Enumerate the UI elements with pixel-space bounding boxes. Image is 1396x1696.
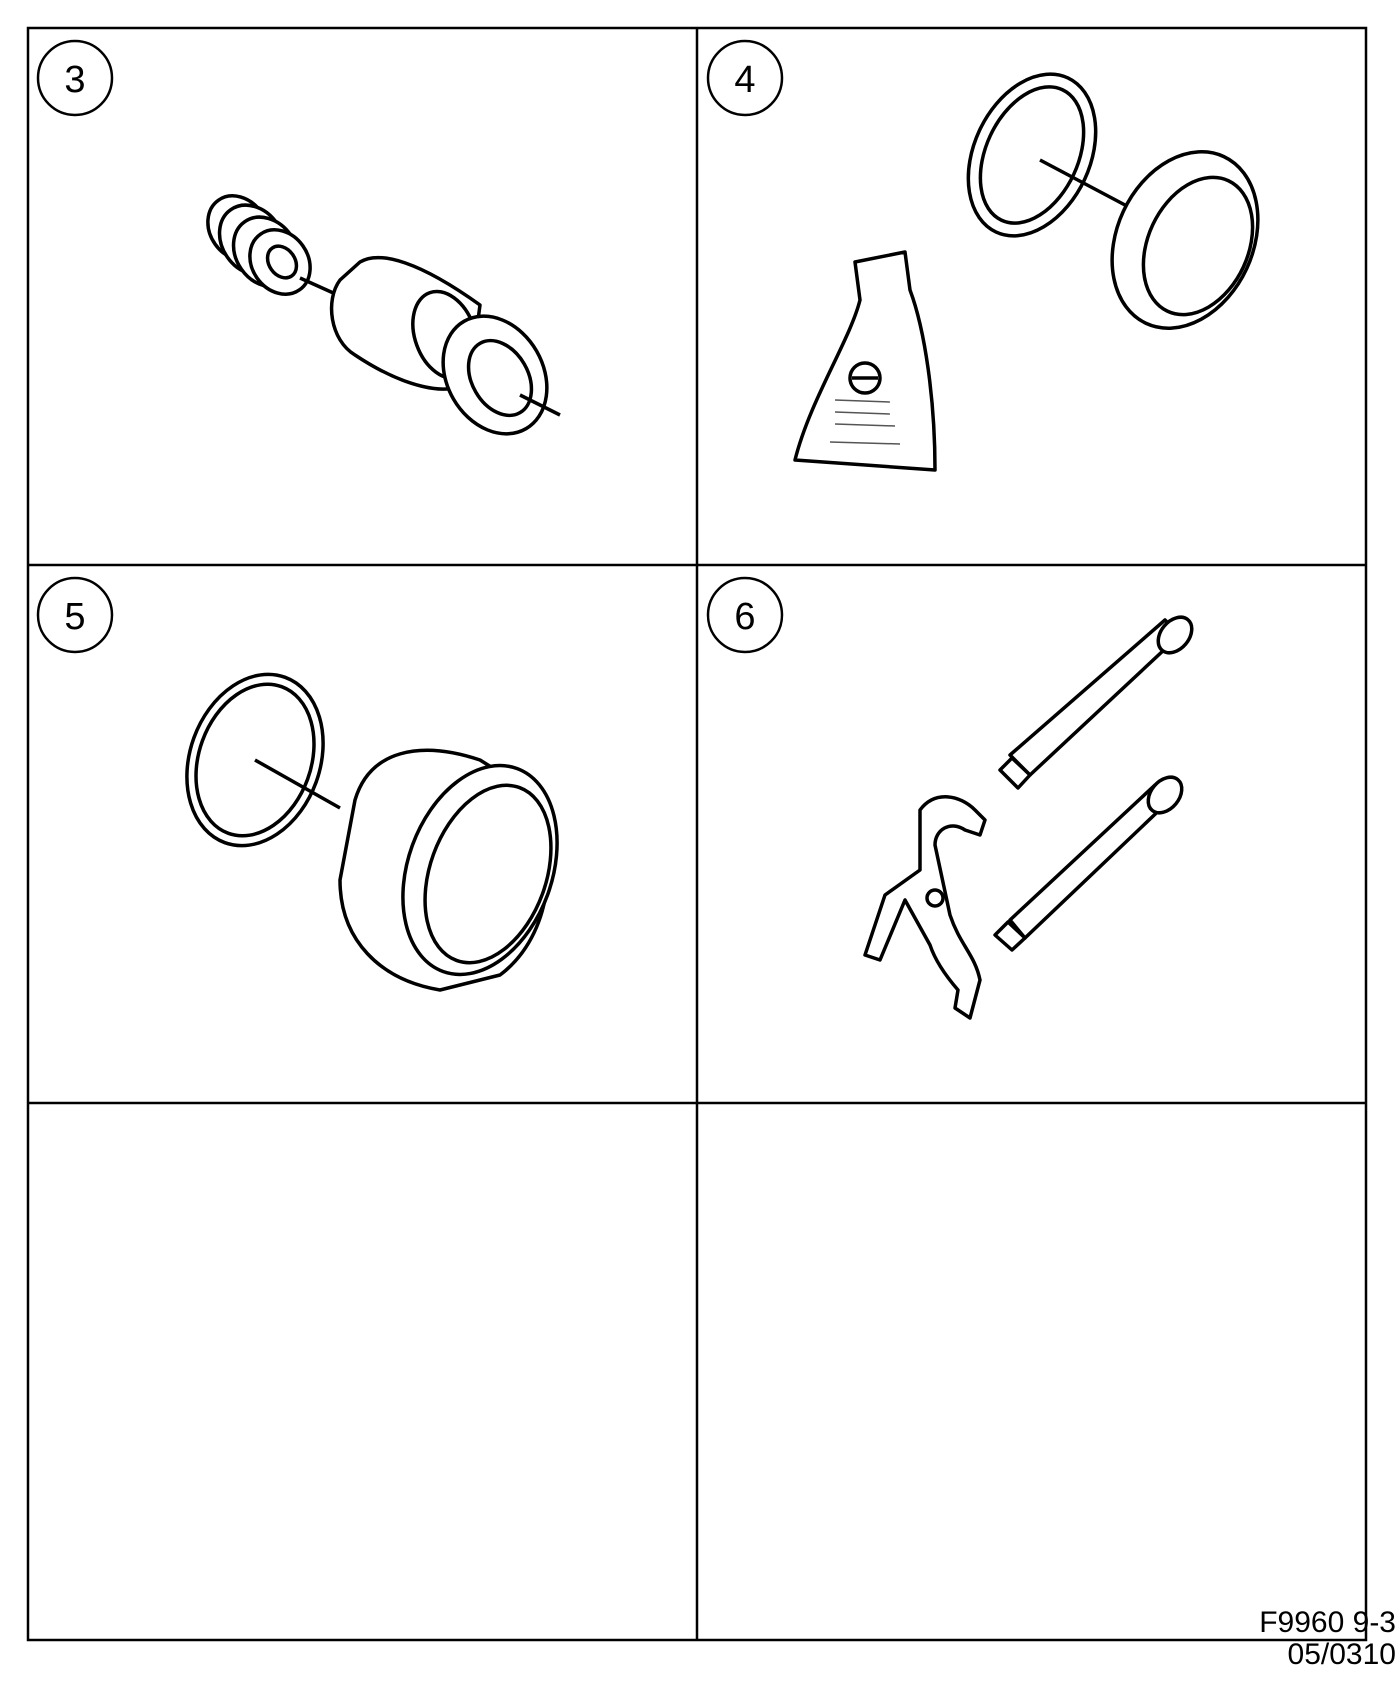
callout-4: 4 [706, 39, 784, 117]
piston-seal-kit-drawing [206, 194, 561, 436]
panel-3: 3 [36, 39, 561, 436]
figure-id: F9960 9-3 [1259, 1606, 1396, 1639]
panel-4: 4 [706, 39, 1260, 472]
callout-5: 5 [36, 576, 114, 654]
svg-text:4: 4 [734, 59, 755, 101]
callout-3: 3 [36, 39, 114, 117]
piston-boot-drawing [185, 672, 559, 992]
svg-text:5: 5 [64, 596, 85, 638]
revision-code: 05/0310 [1287, 1638, 1396, 1671]
svg-text:6: 6 [734, 596, 755, 638]
grid-frame [26, 26, 1368, 1642]
seal-kit-drawing [793, 72, 1260, 472]
figure-caption: F9960 9-3 05/0310 [1096, 1607, 1396, 1671]
panel-6: 6 [706, 576, 1194, 1020]
callout-6: 6 [706, 576, 784, 654]
panel-5: 5 [36, 576, 559, 992]
svg-text:3: 3 [64, 59, 85, 101]
guide-pins-drawing [863, 615, 1194, 1020]
